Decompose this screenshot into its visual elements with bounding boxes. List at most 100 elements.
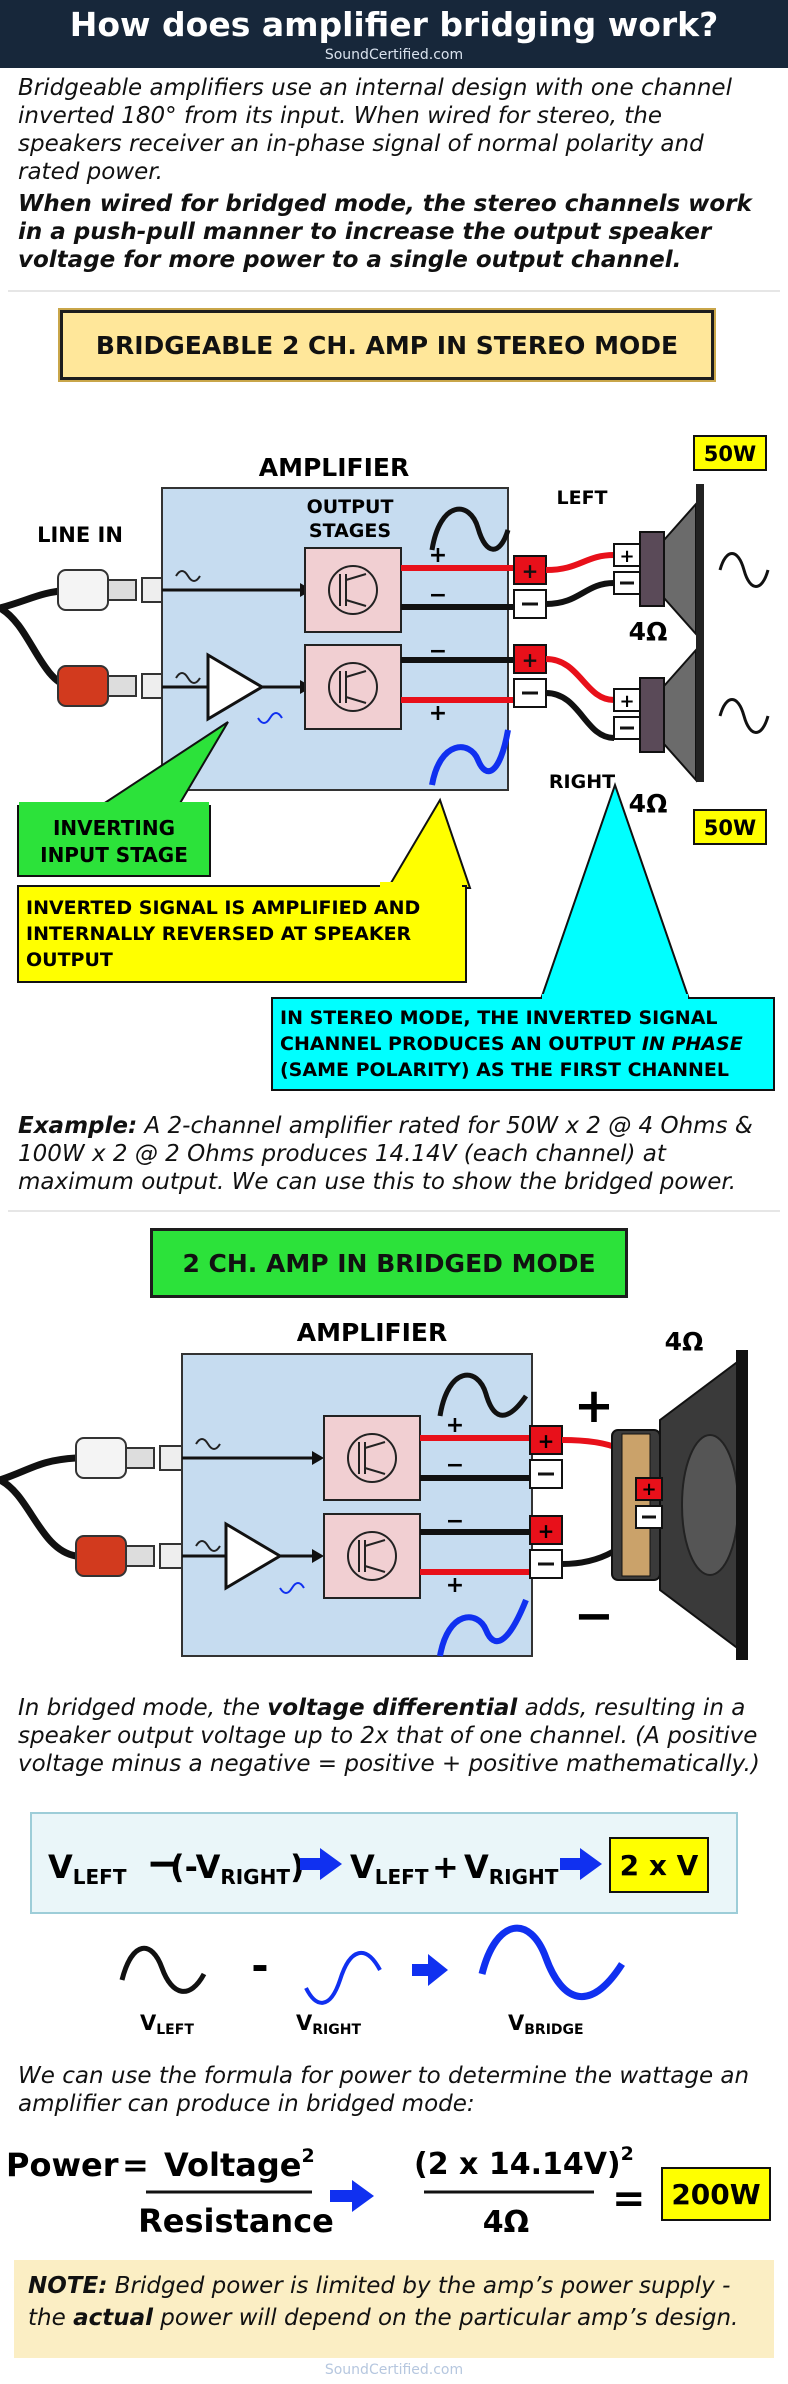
svg-text:+: + — [429, 543, 447, 568]
svg-text:VRIGHT: VRIGHT — [464, 1848, 559, 1889]
svg-text:INVERTING: INVERTING — [53, 816, 175, 840]
speaker-right-icon: + — [613, 630, 704, 783]
svg-text:+: + — [641, 1479, 656, 1500]
svg-text:VBRIDGE: VBRIDGE — [508, 2011, 584, 2038]
svg-text:INTERNALLY REVERSED AT SPEAKER: INTERNALLY REVERSED AT SPEAKER — [26, 923, 412, 945]
svg-text:VLEFT: VLEFT — [48, 1848, 127, 1889]
svg-text:200W: 200W — [671, 2178, 760, 2211]
arrow-icon — [330, 2180, 374, 2212]
svg-text:INPUT STAGE: INPUT STAGE — [40, 843, 188, 867]
terminal-plus-icon — [529, 1515, 563, 1545]
watt-badge-top — [693, 435, 767, 471]
stereo-diagram: AMPLIFIER OUTPUT STAGES LINE IN + − − + … — [0, 435, 775, 1091]
terminal-plus-icon — [529, 1425, 563, 1455]
power-result-badge — [661, 2167, 771, 2221]
output-stage-bottom — [304, 644, 402, 730]
output-stage-bottom — [323, 1513, 421, 1599]
output-stage-top — [323, 1415, 421, 1501]
bridged-paragraph: In bridged mode, the voltage differentia… — [18, 1695, 760, 1777]
callout-inverted-signal — [17, 885, 467, 983]
right-label: RIGHT — [549, 771, 615, 793]
svg-text:=: = — [122, 2146, 149, 2184]
output-stages-label-1: OUTPUT — [307, 496, 394, 518]
left-label: LEFT — [556, 487, 607, 509]
svg-text:+: + — [619, 691, 634, 712]
svg-text:+: + — [446, 1413, 464, 1438]
svg-text:OUTPUT: OUTPUT — [26, 949, 113, 971]
amplifier-box — [181, 1353, 533, 1657]
svg-text:+: + — [538, 1519, 555, 1543]
intro-paragraph-1: Bridgeable amplifiers use an internal de… — [18, 75, 732, 185]
svg-text:VLEFT: VLEFT — [140, 2011, 194, 2038]
footer-site: SoundCertified.com — [324, 2362, 464, 2378]
equation: VLEFT − (-VRIGHT) VLEFT + VRIGHT 2 x V — [48, 1837, 709, 1893]
rca-red-icon — [57, 665, 109, 707]
output-stage-top — [304, 547, 402, 633]
svg-text:(-VRIGHT): (-VRIGHT) — [170, 1848, 305, 1889]
svg-text:−: − — [446, 1453, 464, 1478]
waveform-row: - VLEFT VRIGHT VBRIDGE — [119, 1924, 625, 2038]
svg-text:=: = — [612, 2176, 646, 2222]
result-badge — [609, 1837, 709, 1893]
svg-text:IN STEREO MODE, THE INVERTED S: IN STEREO MODE, THE INVERTED SIGNAL — [280, 1007, 718, 1029]
equation-box — [30, 1812, 738, 1914]
page-header: How does amplifier bridging work? SoundC… — [0, 0, 788, 68]
svg-text:CHANNEL PRODUCES AN OUTPUT IN: CHANNEL PRODUCES AN OUTPUT IN PHASE — [280, 1033, 743, 1055]
rca-white-icon — [57, 569, 109, 611]
arrow-icon — [300, 1848, 342, 1880]
svg-text:+: + — [446, 1573, 464, 1598]
svg-text:2 x V: 2 x V — [620, 1849, 699, 1882]
mosfet-icon — [347, 1531, 397, 1581]
note-box: NOTE: Bridged power is limited by the am… — [14, 2260, 774, 2358]
svg-text:-: - — [251, 1941, 268, 1990]
svg-text:Resistance: Resistance — [138, 2202, 334, 2240]
amplifier-label: AMPLIFIER — [259, 453, 410, 482]
mosfet-icon — [328, 565, 378, 615]
ohm-left: 4Ω — [629, 617, 668, 646]
callout-stereo-phase — [271, 997, 775, 1091]
svg-text:−: − — [429, 639, 447, 664]
svg-text:Power: Power — [6, 2146, 119, 2184]
formula-paragraph: We can use the formula for power to dete… — [18, 2063, 750, 2117]
intro-paragraph-2: When wired for bridged mode, the stereo … — [18, 191, 752, 273]
svg-text:(SAME POLARITY) AS THE FIRST C: (SAME POLARITY) AS THE FIRST CHANNEL — [280, 1059, 729, 1081]
svg-text:Voltage2: Voltage2 — [164, 2145, 315, 2184]
terminal-plus-icon — [513, 555, 547, 585]
svg-text:−: − — [429, 583, 447, 608]
mosfet-icon — [328, 662, 378, 712]
rca-white-icon — [75, 1437, 127, 1479]
arrow-icon — [412, 1954, 448, 1986]
bridged-diagram: AMPLIFIER + − − + + + + − 4Ω — [0, 1318, 748, 1660]
svg-text:50W: 50W — [704, 442, 756, 466]
svg-text:50W: 50W — [704, 816, 756, 840]
amplifier-box — [161, 487, 509, 791]
svg-text:4Ω: 4Ω — [483, 2205, 529, 2240]
page-title: How does amplifier bridging work? — [69, 5, 719, 44]
callout-inverting — [17, 805, 211, 877]
svg-text:−: − — [146, 1838, 183, 1889]
amplifier-label: AMPLIFIER — [297, 1318, 448, 1347]
power-formula: Power = Voltage2 Resistance (2 x 14.14V)… — [6, 2143, 771, 2240]
watt-badge-bottom — [693, 809, 767, 845]
svg-text:+: + — [432, 1848, 459, 1886]
bridged-ohm: 4Ω — [665, 1327, 704, 1356]
bridge-minus: − — [574, 1588, 614, 1644]
svg-text:INVERTED SIGNAL IS AMPLIFIED A: INVERTED SIGNAL IS AMPLIFIED AND — [26, 897, 420, 919]
wave-bridge-icon — [478, 1924, 625, 2000]
inverter-triangle-icon — [206, 652, 265, 722]
line-in-label: LINE IN — [37, 523, 123, 547]
wave-right-icon — [304, 1950, 382, 2005]
svg-text:+: + — [522, 648, 539, 672]
ohm-right: 4Ω — [629, 789, 668, 818]
output-stages-label-2: STAGES — [309, 520, 391, 542]
svg-text:+: + — [522, 559, 539, 583]
divider — [8, 290, 780, 292]
wave-left-icon — [119, 1946, 207, 1994]
bridged-banner: 2 CH. AMP IN BRIDGED MODE — [150, 1228, 628, 1298]
speaker-left-icon: + — [613, 484, 704, 637]
svg-text:−: − — [446, 1509, 464, 1534]
svg-text:VLEFT: VLEFT — [350, 1848, 429, 1889]
arrow-icon — [560, 1848, 602, 1880]
header-site: SoundCertified.com — [324, 47, 464, 63]
rca-red-icon — [75, 1535, 127, 1577]
